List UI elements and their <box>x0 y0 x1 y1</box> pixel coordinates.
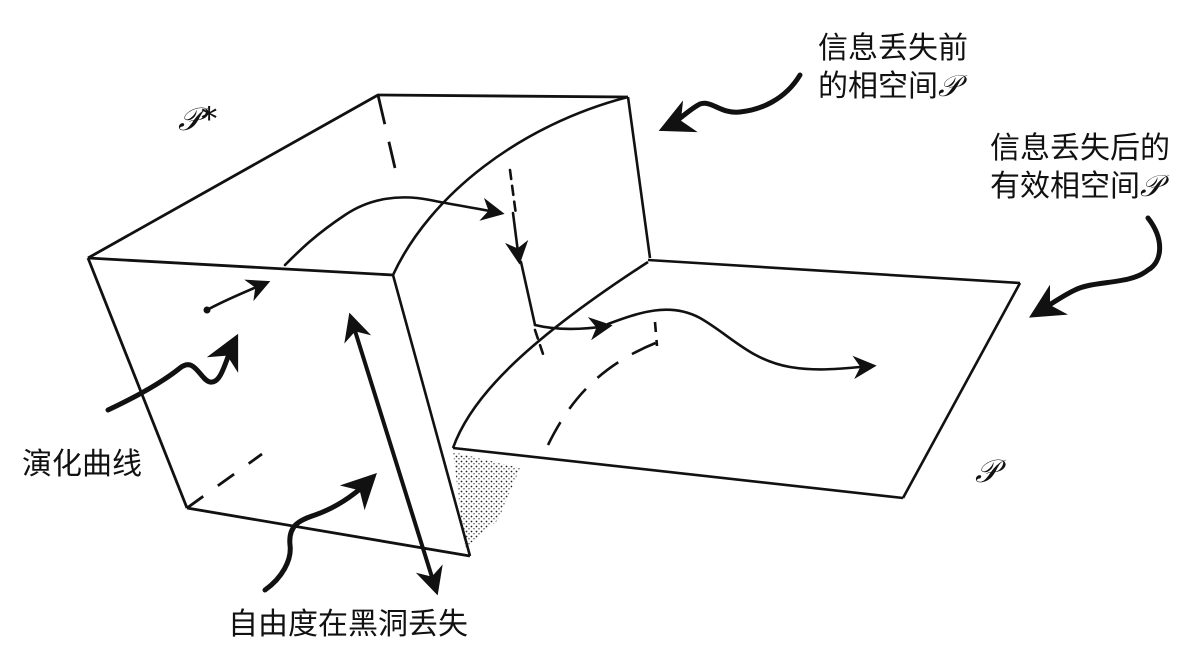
p-plane-label: 𝒫 <box>975 452 999 490</box>
callout-arrow-before <box>658 72 803 133</box>
callout-arrows <box>105 72 1163 593</box>
plane-bottom-edge <box>452 446 904 500</box>
plane-top-edge <box>647 258 1021 285</box>
trajectory-dashed-drop <box>508 168 518 217</box>
slab-hidden-right <box>653 321 659 347</box>
phase-space-before-line2: 的相空间𝒫 <box>818 68 960 104</box>
trajectory-drop-2 <box>519 260 537 327</box>
plane-right-edge <box>901 282 1022 499</box>
flat-phase-space-plane <box>452 258 1022 500</box>
evolution-trajectories <box>205 168 877 380</box>
trajectory-segment-2 <box>283 196 505 267</box>
trajectory-plane-1 <box>533 317 613 341</box>
slab-front-curve <box>391 95 629 276</box>
evolution-curve-label: 演化曲线 <box>22 447 142 482</box>
callout-arrow-after <box>1028 215 1163 318</box>
phase-space-after-line2: 有效相空间𝒫 <box>990 168 1162 204</box>
box-bottom-edge <box>186 506 471 558</box>
p-symbol-before: 𝒫 <box>938 68 960 104</box>
phase-space-before-line1: 信息丢失前 <box>818 31 968 66</box>
shaded-region <box>453 452 520 548</box>
p-symbol-after: 𝒫 <box>1140 168 1162 204</box>
curved-horizon-surface <box>391 95 659 557</box>
box-hidden-vertical <box>376 94 397 169</box>
trajectory-dashed-below <box>533 328 547 362</box>
slab-right-edge <box>626 96 652 259</box>
box-top-back-edge <box>87 93 629 260</box>
phase-space-box <box>86 93 629 558</box>
phase-space-after-label: 信息丢失后的 有效相空间𝒫 <box>990 130 1170 205</box>
box-left-edge <box>86 257 189 509</box>
phase-space-after-line1: 信息丢失后的 <box>990 131 1170 166</box>
trajectory-segment-1 <box>205 279 271 312</box>
dof-double-arrow <box>344 312 443 596</box>
slab-front-edge <box>391 274 472 557</box>
trajectory-start-point <box>203 306 211 314</box>
dof-lost-label: 自由度在黑洞丢失 <box>228 607 468 642</box>
slab-hidden-curve <box>546 340 659 446</box>
trajectory-drop-1 <box>505 211 529 265</box>
phase-space-before-label: 信息丢失前 的相空间𝒫 <box>818 30 968 105</box>
trajectory-plane-2 <box>606 308 877 380</box>
callout-arrow-dof <box>262 473 377 593</box>
callout-arrow-evolution <box>105 333 239 413</box>
box-hidden-bottom <box>186 452 263 510</box>
slab-inner-curve <box>451 260 649 449</box>
p-star-label: 𝒫* <box>178 100 218 138</box>
box-top-front-edge <box>87 256 394 277</box>
